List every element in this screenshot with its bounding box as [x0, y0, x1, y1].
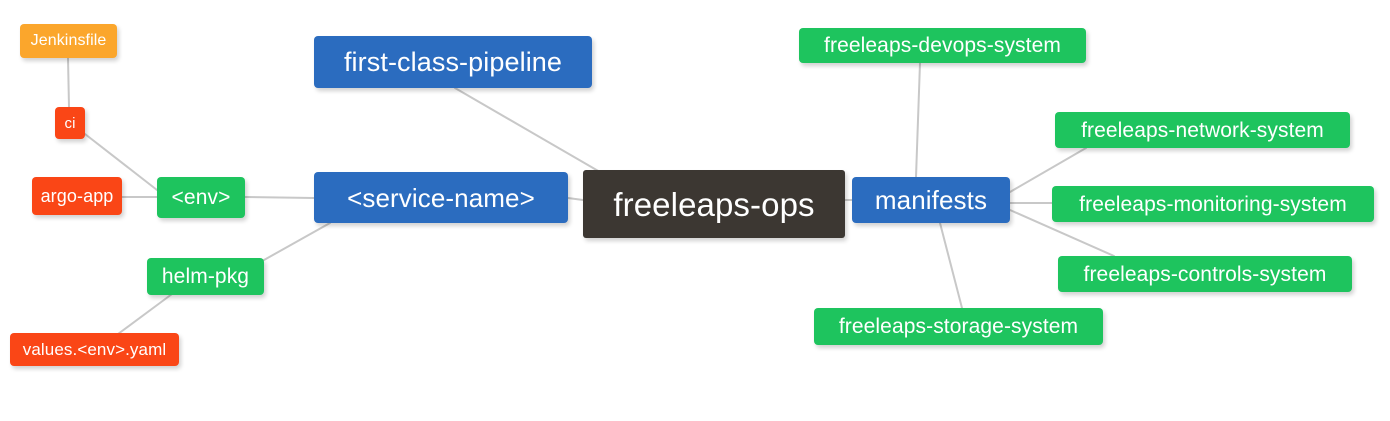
edge-manifests-to-devops [915, 62, 921, 178]
edge-manifests-to-storage [939, 222, 963, 309]
node-helmpkg[interactable]: helm-pkg [147, 258, 264, 295]
node-ci[interactable]: ci [55, 107, 85, 139]
node-storage[interactable]: freeleaps-storage-system [814, 308, 1103, 345]
node-env[interactable]: <env> [157, 177, 245, 218]
edge-service-to-helmpkg [263, 222, 331, 261]
node-values[interactable]: values.<env>.yaml [10, 333, 179, 366]
node-jenkinsfile[interactable]: Jenkinsfile [20, 24, 117, 58]
edge-helmpkg-to-values [117, 293, 173, 335]
edge-root-to-pipeline [454, 87, 601, 173]
node-argoapp[interactable]: argo-app [32, 177, 122, 215]
node-service[interactable]: <service-name> [314, 172, 568, 223]
node-monitoring[interactable]: freeleaps-monitoring-system [1052, 186, 1374, 222]
node-root[interactable]: freeleaps-ops [583, 170, 845, 238]
node-controls[interactable]: freeleaps-controls-system [1058, 256, 1352, 292]
node-manifests[interactable]: manifests [852, 177, 1010, 223]
node-network[interactable]: freeleaps-network-system [1055, 112, 1350, 148]
node-pipeline[interactable]: first-class-pipeline [314, 36, 592, 88]
edge-root-to-service [567, 197, 584, 201]
node-devops[interactable]: freeleaps-devops-system [799, 28, 1086, 63]
edge-ci-to-jenkinsfile [67, 57, 70, 108]
edge-service-to-env [244, 196, 315, 199]
